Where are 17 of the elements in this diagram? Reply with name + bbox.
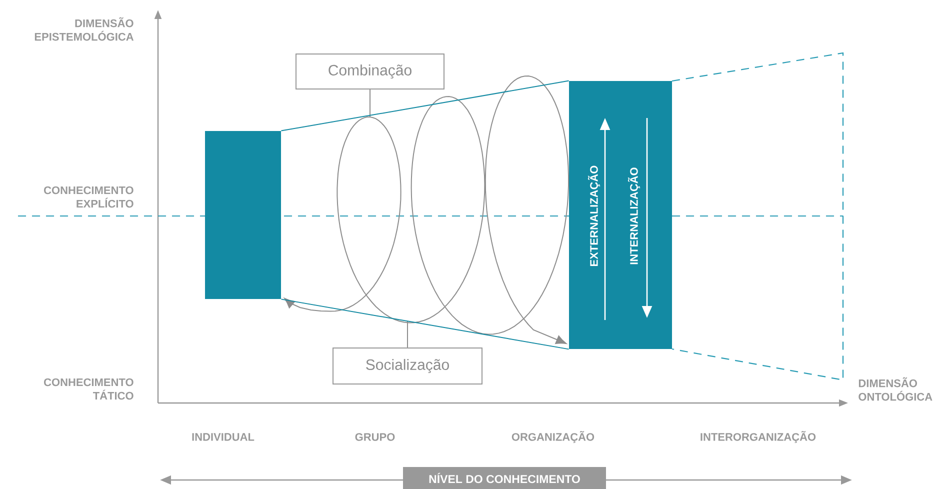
funnel-line [280,80,570,132]
level-label: GRUPO [355,433,395,441]
axis-label: DIMENSÃO ONTOLÓGICA [858,377,932,401]
level-label: INDIVIDUAL [192,433,254,441]
level-label: ORGANIZAÇÃO [512,430,594,444]
level-label: INTERORGANIZAÇÃO [700,430,816,444]
axis-label: DIMENSÃO EPISTEMOLÓGICA [34,17,134,41]
funnel-line [280,298,570,350]
axis-label: CONHECIMENTO TÁTICO [44,378,134,400]
process-box: Combinação [296,54,444,90]
axis-label: CONHECIMENTO EXPLÍCITO [44,186,134,208]
process-box: Socialização [332,348,482,384]
process-box: EXTERNALIZAÇÃO INTERNALIZAÇÃO [569,81,672,349]
leader-line [407,321,408,348]
spiral-arrow [284,76,569,344]
axis-title: NÍVEL DO CONHECIMENTO [403,467,606,489]
filled-block [205,131,281,299]
